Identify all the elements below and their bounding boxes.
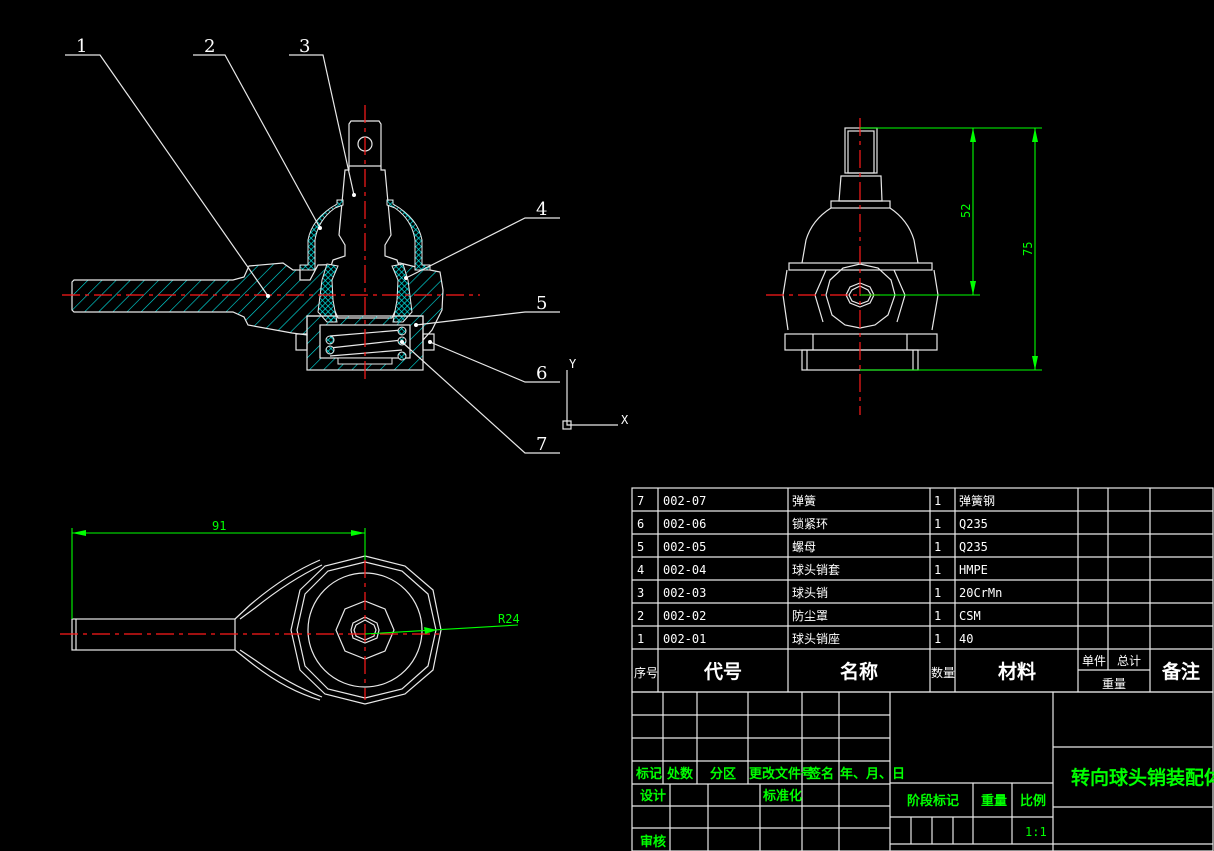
title_block-zone: 分区 — [710, 766, 736, 782]
height-dimensions: 52 75 — [860, 127, 1042, 371]
parts_list-rows-1-code: 002-06 — [663, 517, 706, 531]
parts_list-header-qty: 数量 — [931, 665, 955, 680]
parts_list-rows-3-no: 4 — [637, 563, 644, 577]
title_block-design: 设计 — [640, 788, 666, 804]
parts_list-rows-3-name: 球头销套 — [792, 563, 840, 577]
top-view: 91 R24 — [60, 519, 520, 705]
balloon-2: 2 — [204, 36, 215, 57]
parts_list-header-weight: 重量 — [1102, 677, 1126, 691]
parts_list-header-material: 材料 — [998, 660, 1036, 683]
table-row: 6 002-06 锁紧环 1 Q235 — [637, 516, 988, 531]
title_block-stage_mark: 阶段标记 — [907, 793, 959, 809]
parts_list-header-unit: 单件 — [1082, 654, 1106, 668]
title_block-standardization: 标准化 — [762, 788, 802, 804]
parts_list-rows-3-qty: 1 — [934, 563, 941, 577]
length-dimension: 91 R24 — [71, 519, 520, 635]
ucs-x_label: X — [621, 413, 629, 427]
parts_list-rows-0-qty: 1 — [934, 494, 941, 508]
table-row: 5 002-05 螺母 1 Q235 — [637, 540, 988, 554]
balloon-5: 5 — [536, 293, 547, 314]
title_block-mark: 标记 — [635, 766, 662, 782]
parts_list-rows-6-name: 球头销座 — [792, 631, 840, 646]
title_block-scale: 比例 — [1020, 793, 1046, 809]
parts_list-rows-0-name: 弹簧 — [792, 493, 816, 508]
part-balloons: 1 2 3 4 5 6 7 — [65, 36, 560, 455]
table-row: 3 002-03 球头销 1 20CrMn — [637, 586, 1002, 600]
parts_list-rows-2-no: 5 — [637, 540, 644, 554]
parts_list-rows-3-code: 002-04 — [663, 563, 706, 577]
parts_list-header-name: 名称 — [840, 660, 878, 683]
parts_list-rows-4-material: 20CrMn — [959, 586, 1002, 600]
parts_list-rows-6-qty: 1 — [934, 632, 941, 646]
balloon-1: 1 — [76, 36, 87, 57]
parts_list-rows-6-no: 1 — [637, 632, 644, 646]
parts_list-header-code: 代号 — [703, 661, 742, 683]
parts_list-rows-0-no: 7 — [637, 494, 644, 508]
balloon-4: 4 — [536, 199, 547, 220]
drawing-title: 转向球头销装配体 — [1071, 766, 1214, 789]
title_block-date: 年、月、日 — [840, 766, 905, 782]
table-row: 7 002-07 弹簧 1 弹簧钢 — [637, 493, 995, 508]
dust-boot — [299, 199, 431, 271]
parts_list-rows-5-no: 2 — [637, 609, 644, 623]
title-block — [631, 691, 1214, 851]
parts_list-rows-3-material: HMPE — [959, 563, 988, 577]
parts-list-table — [631, 487, 1214, 693]
title-block-labels: 标记 处数 分区 更改文件号 签名 年、月、日 设计 标准化 审核 阶段标记 重… — [635, 766, 1214, 850]
spring — [325, 326, 407, 361]
parts_list-rows-5-name: 防尘罩 — [792, 608, 828, 623]
parts_list-rows-5-qty: 1 — [934, 609, 941, 623]
dim-91: 91 — [212, 519, 226, 533]
parts_list-header-total: 总计 — [1117, 654, 1141, 668]
title_block-signature: 签名 — [807, 766, 834, 782]
parts_list-rows-4-no: 3 — [637, 586, 644, 600]
balloon-6: 6 — [536, 363, 547, 384]
parts_list-rows-0-material: 弹簧钢 — [959, 493, 995, 508]
title_block-review: 审核 — [640, 834, 666, 850]
parts_list-header-no: 序号 — [634, 665, 658, 680]
table-row: 4 002-04 球头销套 1 HMPE — [637, 563, 988, 577]
parts_list-rows-1-name: 锁紧环 — [792, 516, 828, 531]
table-row: 2 002-02 防尘罩 1 CSM — [637, 608, 981, 623]
parts_list-header-remark: 备注 — [1161, 660, 1200, 683]
ucs-y_label: Y — [569, 357, 577, 371]
parts_list-rows-1-no: 6 — [637, 517, 644, 531]
balloon-7: 7 — [536, 434, 547, 455]
table-row: 1 002-01 球头销座 1 40 — [637, 631, 973, 646]
parts_list-rows-1-qty: 1 — [934, 517, 941, 531]
parts_list-rows-6-material: 40 — [959, 632, 973, 646]
parts_list-rows-4-code: 002-03 — [663, 586, 706, 600]
dim-75: 75 — [1021, 242, 1035, 256]
title_block-change_doc: 更改文件号 — [749, 766, 814, 782]
section-view — [62, 105, 480, 380]
title_block-weight: 重量 — [981, 793, 1007, 809]
parts_list-rows-5-material: CSM — [959, 609, 981, 623]
balloon-3: 3 — [299, 36, 310, 57]
dim-r24: R24 — [498, 612, 520, 626]
scale-value: 1:1 — [1025, 825, 1047, 839]
parts_list-rows-4-qty: 1 — [934, 586, 941, 600]
title_block-count: 处数 — [666, 766, 694, 782]
parts_list-rows-5-code: 002-02 — [663, 609, 706, 623]
ucs-icon: Y X — [562, 357, 629, 430]
parts_list-rows-2-name: 螺母 — [792, 540, 816, 554]
parts_list-rows-6-code: 002-01 — [663, 632, 706, 646]
parts_list-rows-1-material: Q235 — [959, 517, 988, 531]
parts_list-rows-4-name: 球头销 — [792, 586, 828, 600]
table-header: 序号 代号 名称 数量 材料 单件 总计 重量 备注 — [634, 654, 1200, 691]
side-view: 52 75 — [766, 118, 1042, 415]
parts_list-rows-2-code: 002-05 — [663, 540, 706, 554]
parts_list-rows-2-material: Q235 — [959, 540, 988, 554]
parts_list-rows-0-code: 002-07 — [663, 494, 706, 508]
dim-52: 52 — [959, 204, 973, 218]
parts_list-rows-2-qty: 1 — [934, 540, 941, 554]
